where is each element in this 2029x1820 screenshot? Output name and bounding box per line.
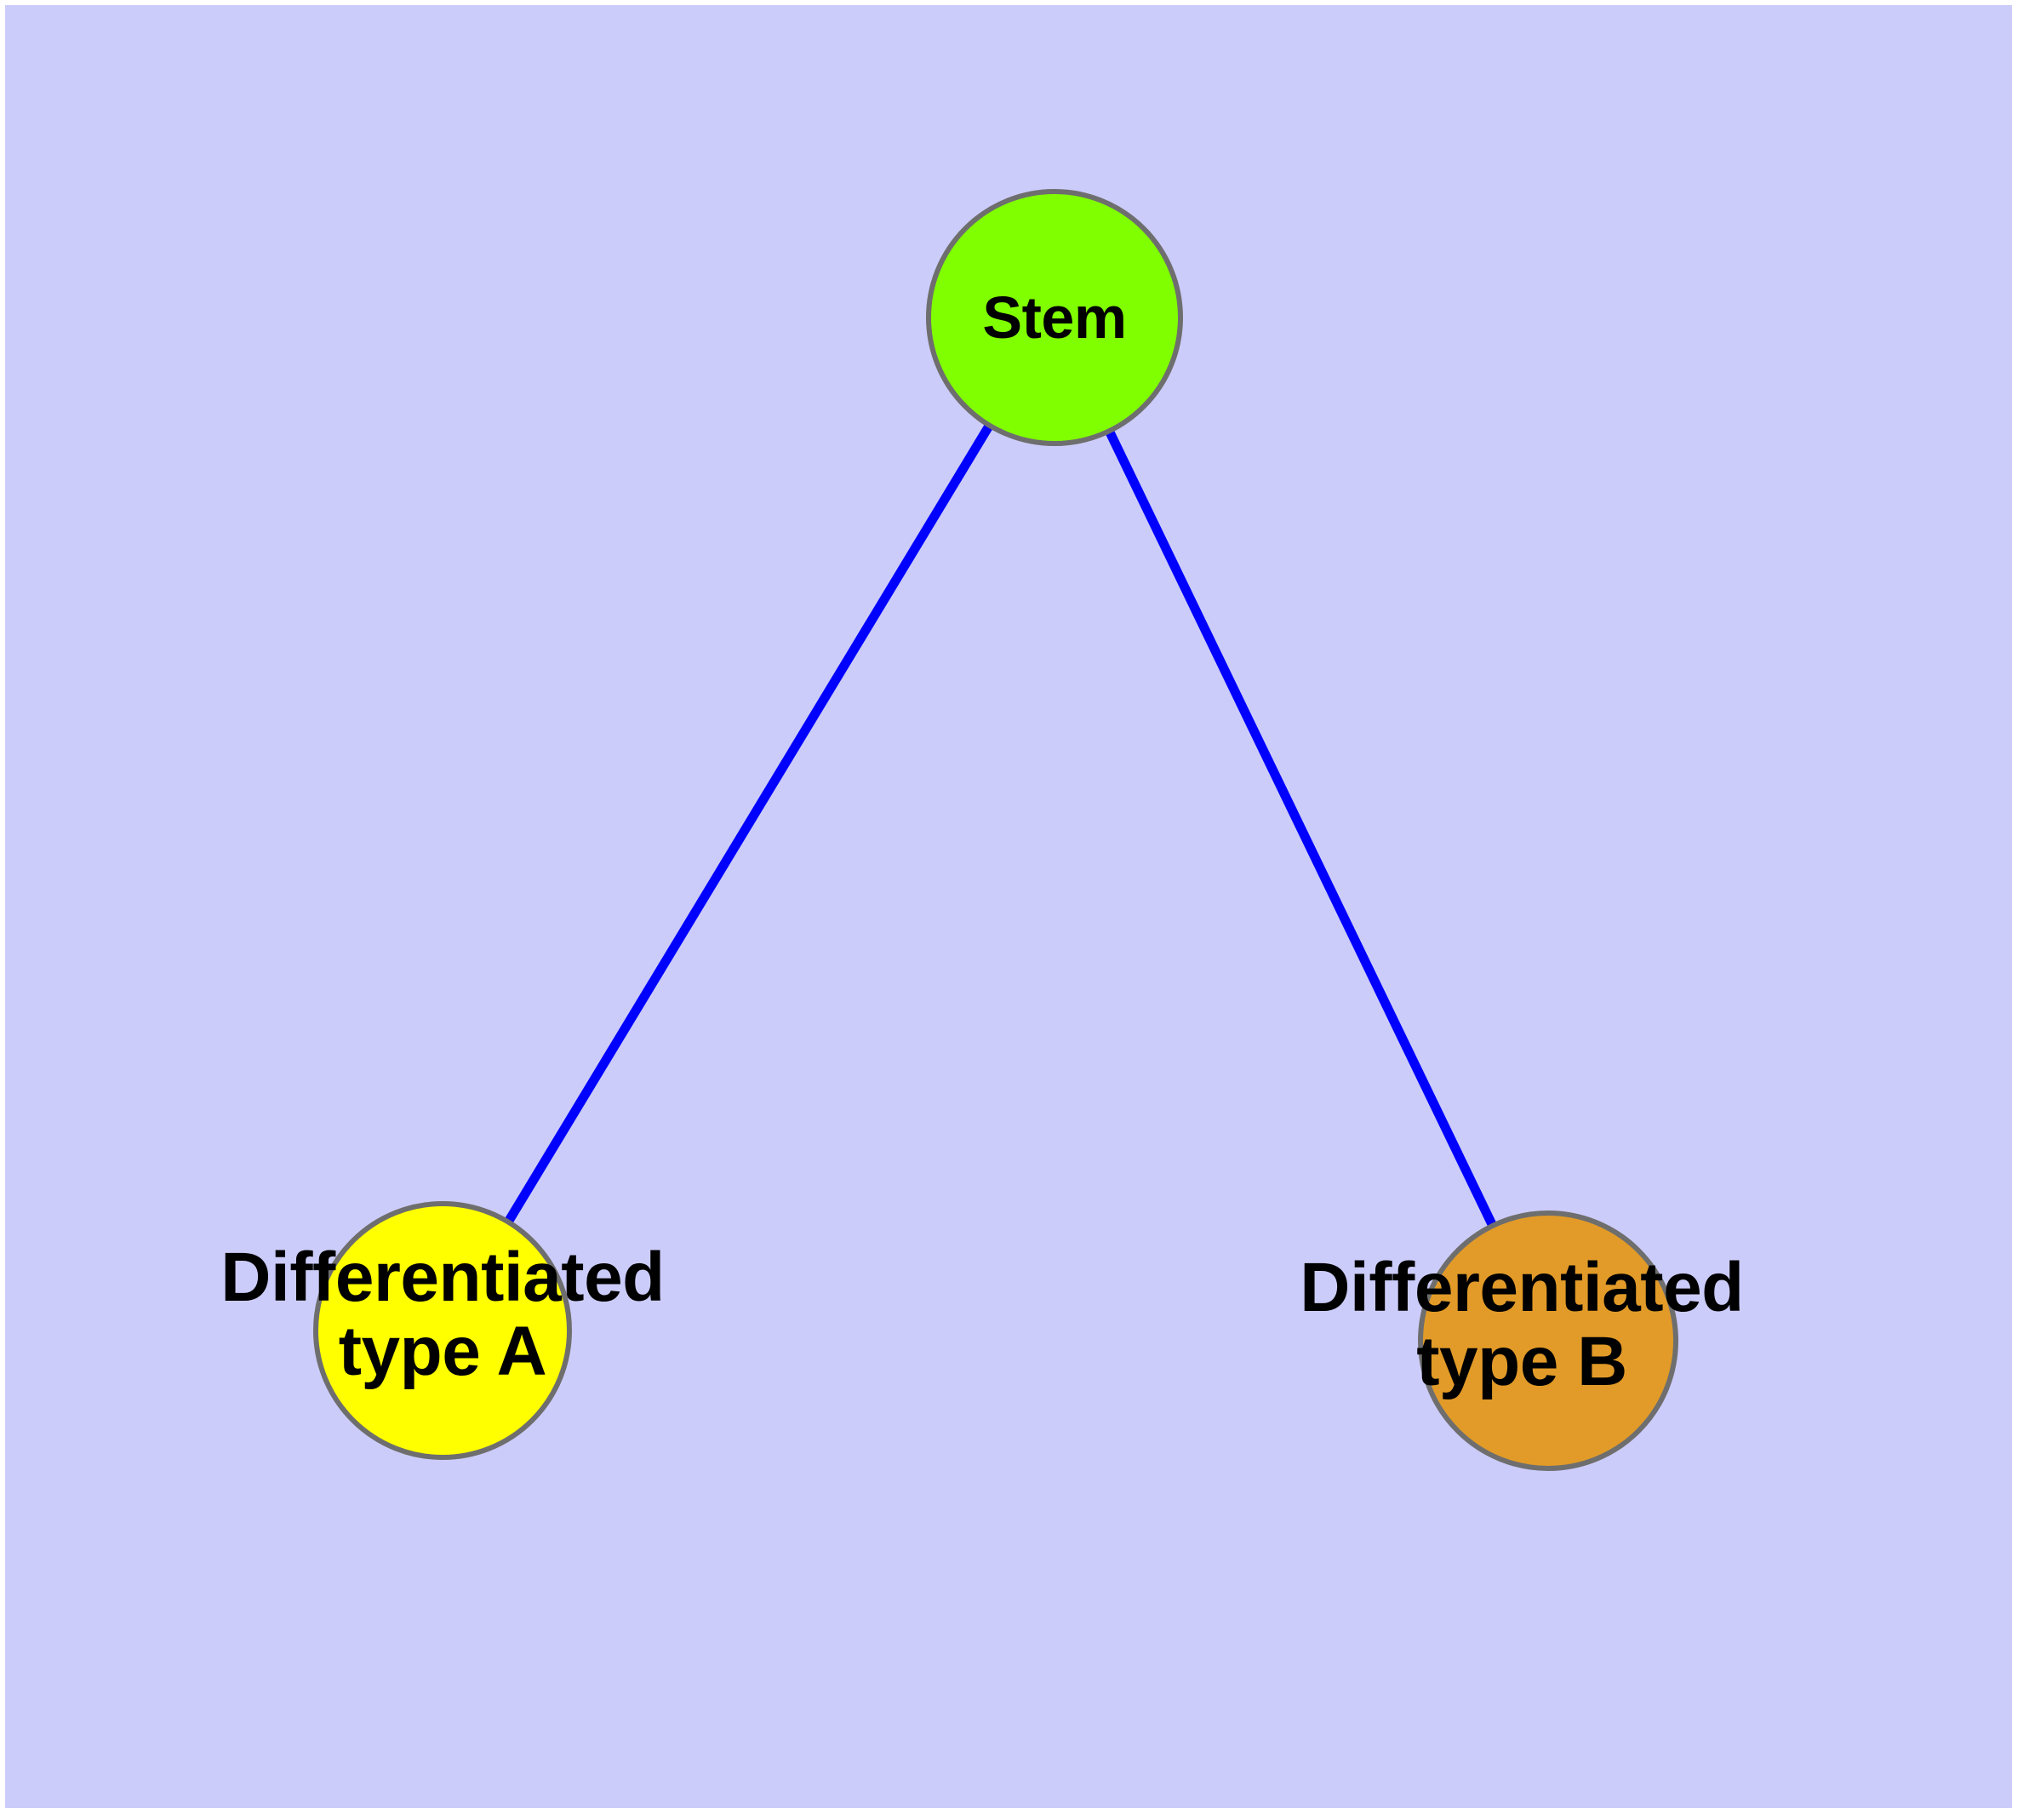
graph-svg	[313, 189, 1678, 1471]
node-differentiated-type-b[interactable]	[1418, 1210, 1678, 1471]
edge-stem-to-differentiated-type-a[interactable]	[438, 315, 1059, 1333]
edge-layer	[438, 315, 1552, 1343]
node-differentiated-type-a[interactable]	[313, 1201, 572, 1460]
node-layer	[313, 189, 1678, 1471]
node-stem[interactable]	[926, 189, 1183, 446]
edge-stem-to-differentiated-type-b[interactable]	[1050, 315, 1552, 1343]
